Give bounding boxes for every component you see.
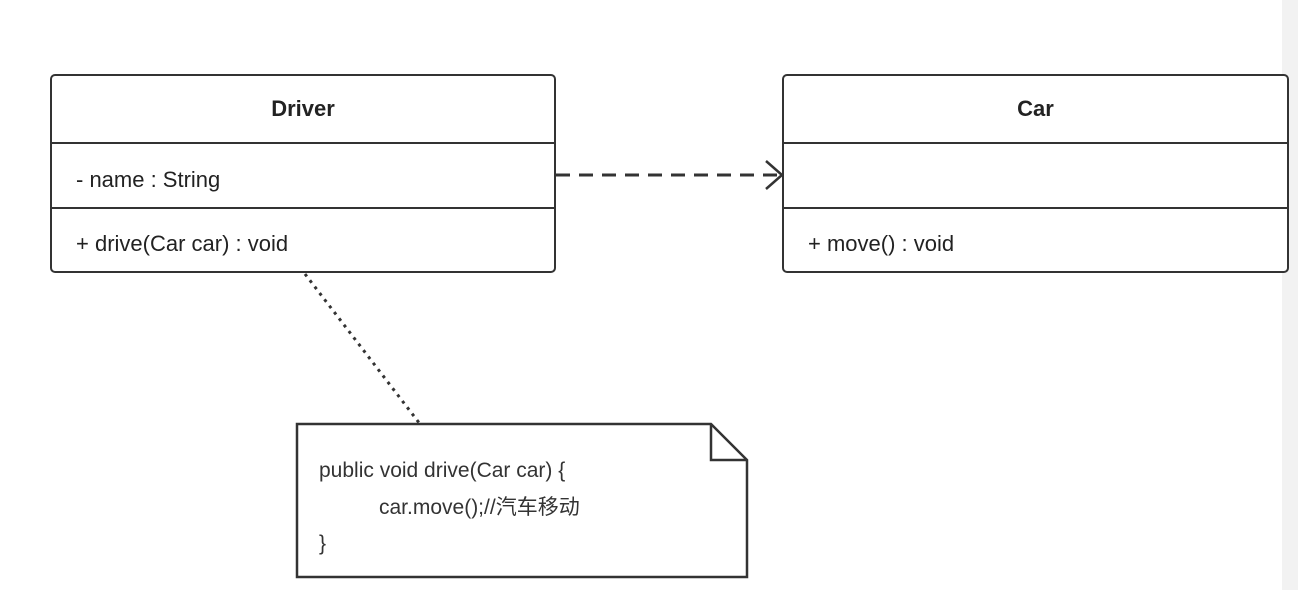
attribute: - name : String xyxy=(76,167,221,192)
operation: + move() : void xyxy=(808,231,955,256)
note-line-3: } xyxy=(319,532,327,555)
compartment-divider xyxy=(784,142,1287,144)
operation: + drive(Car car) : void xyxy=(76,231,289,256)
note-connector-line xyxy=(303,273,422,425)
compartment-divider xyxy=(52,142,554,144)
class-name: Driver xyxy=(271,96,335,121)
note-line-2: car.move();//汽车移动 xyxy=(379,496,580,519)
note-line-1: public void drive(Car car) { xyxy=(319,459,566,482)
note-shape xyxy=(295,422,749,579)
class-car[interactable]: Car + move() : void xyxy=(782,74,1289,273)
class-name: Car xyxy=(1017,96,1054,121)
compartment-divider xyxy=(784,207,1287,209)
note-fold xyxy=(709,424,747,462)
class-driver[interactable]: Driver - name : String + drive(Car car) … xyxy=(50,74,556,273)
compartment-divider xyxy=(52,207,554,209)
